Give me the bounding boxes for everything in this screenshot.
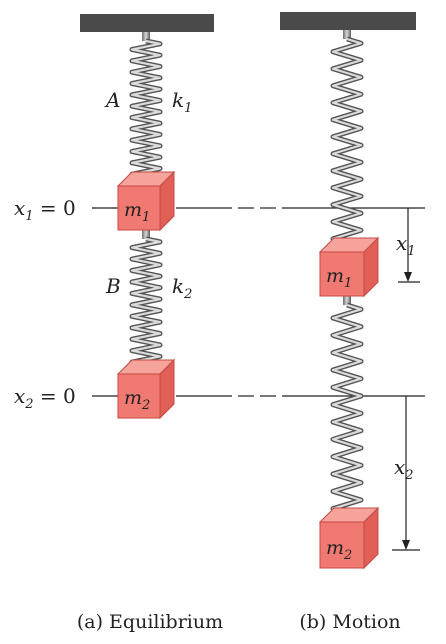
- caption-equilibrium: (a) Equilibrium: [77, 611, 223, 633]
- spring-b-lower: [330, 296, 364, 522]
- spring-rod: [142, 230, 150, 239]
- x2-zero-label: x2 = 0: [14, 384, 76, 412]
- k1-label: k1: [172, 88, 192, 116]
- ceiling-b: [280, 12, 416, 30]
- spring-a-label: A: [104, 88, 120, 112]
- m1-label-a: m1: [124, 199, 150, 225]
- spring-coil-highlight: [331, 37, 363, 245]
- spring-coil-highlight: [130, 237, 162, 367]
- spring-a-upper: [129, 32, 163, 186]
- x2-displacement-arrow: [392, 396, 420, 551]
- spring-rod: [343, 296, 351, 305]
- mass-m2-motion: m2: [318, 506, 380, 570]
- m1-label-b: m1: [326, 265, 352, 291]
- x1-displacement-label: x1: [396, 231, 416, 259]
- caption-motion: (b) Motion: [299, 611, 400, 633]
- m2-label-b: m2: [326, 537, 352, 563]
- spring-coil-highlight: [331, 303, 363, 515]
- mass-m1-motion: m1: [318, 236, 380, 298]
- spring-a-lower: [129, 230, 163, 374]
- m2-label-a: m2: [124, 387, 150, 413]
- spring-rod: [343, 30, 351, 39]
- spring-b-upper: [330, 30, 364, 252]
- k2-label: k2: [172, 274, 192, 302]
- x1-displacement-arrow: [398, 208, 420, 283]
- spring-b-label: B: [105, 274, 121, 298]
- spring-coil-highlight: [130, 39, 162, 179]
- spring-rod: [142, 32, 150, 41]
- ceiling-a: [80, 14, 214, 32]
- x2-displacement-label: x2: [394, 455, 414, 483]
- mass-m1-equilibrium: m1: [116, 170, 176, 232]
- mass-m2-equilibrium: m2: [116, 358, 176, 420]
- x1-zero-label: x1 = 0: [14, 196, 76, 224]
